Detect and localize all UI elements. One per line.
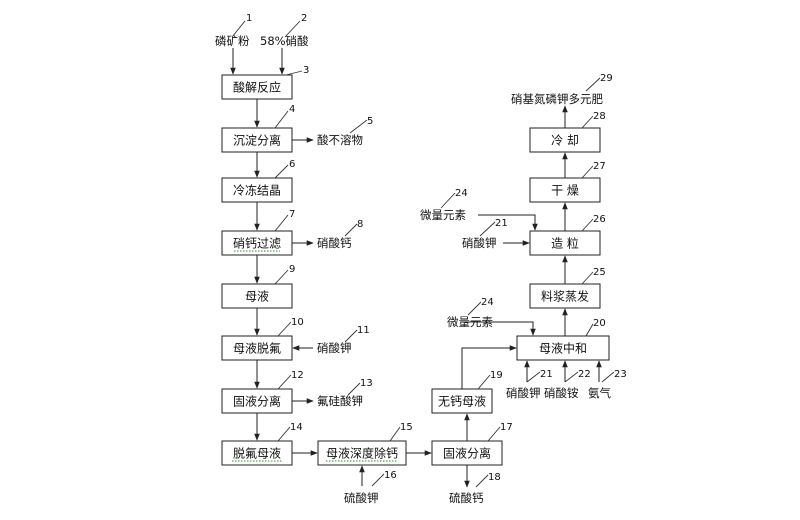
label-acid-insoluble: 酸不溶物 [317, 133, 363, 147]
ref-number-13: 13 [360, 378, 373, 389]
ref-number-19: 19 [490, 370, 503, 381]
ref-number-29: 29 [600, 73, 613, 84]
box-deep-decalcification: 母液深度除钙 [317, 440, 407, 466]
box-precipitate-separation-label: 沉淀分离 [233, 133, 281, 148]
ref-number-8: 8 [357, 219, 363, 230]
ref-number-10: 10 [291, 317, 304, 328]
box-mother-liquor-neutralization: 母液中和 [516, 335, 610, 361]
ref-number-9: 9 [289, 264, 295, 275]
ref-number-28: 28 [593, 111, 606, 122]
ref-number-18: 18 [488, 472, 501, 483]
label-potassium-sulfate: 硫酸钾 [344, 491, 379, 505]
box-freeze-crystallization-label: 冷冻结晶 [233, 183, 281, 198]
ref-number-14: 14 [290, 422, 303, 433]
ref-number-20: 20 [593, 318, 606, 329]
label-potassium-nitrate-top: 硝酸钾 [462, 236, 497, 250]
label-ammonia: 氨气 [588, 386, 611, 400]
ref-number-12: 12 [291, 370, 304, 381]
ref-number-17: 17 [500, 422, 513, 433]
ref-number-23: 23 [614, 369, 627, 380]
box-cooling-label: 冷 却 [551, 134, 579, 148]
ref-number-21-bottom: 21 [540, 369, 553, 380]
box-defluorinated-mother-liquor: 脱氟母液 [221, 440, 293, 466]
box-slurry-evaporation-label: 料浆蒸发 [541, 289, 589, 304]
box-granulation: 造 粒 [529, 230, 601, 256]
ref-number-15: 15 [400, 422, 413, 433]
ref-number-6: 6 [289, 159, 295, 170]
box-acid-hydrolysis: 酸解反应 [221, 74, 293, 100]
ref-number-22: 22 [578, 369, 591, 380]
ref-number-5: 5 [367, 116, 373, 127]
label-micro-elements-top: 微量元素 [420, 208, 466, 222]
box-cooling: 冷 却 [529, 127, 601, 153]
box-mother-liquor-neutralization-label: 母液中和 [539, 341, 587, 356]
ref-number-7: 7 [289, 209, 295, 220]
ref-number-26: 26 [593, 214, 606, 225]
arrow-micro-elements-to-20 [465, 321, 536, 336]
label-calcium-nitrate: 硝酸钙 [317, 236, 352, 250]
box-calcium-free-mother-liquor-label: 无钙母液 [438, 394, 486, 409]
arrow-19-to-20 [461, 345, 517, 389]
label-potassium-nitrate: 硝酸钾 [317, 341, 352, 355]
ref-number-1: 1 [246, 13, 252, 24]
ref-number-24-bottom: 24 [481, 297, 494, 308]
box-acid-hydrolysis-label: 酸解反应 [233, 80, 281, 95]
box-drying: 干 燥 [529, 177, 601, 203]
box-solid-liquid-separation-2-label: 固液分离 [443, 446, 491, 461]
ref-number-25: 25 [593, 267, 606, 278]
label-calcium-sulfate: 硫酸钙 [449, 491, 484, 505]
box-calcium-free-mother-liquor: 无钙母液 [431, 388, 493, 414]
box-mother-liquor: 母液 [221, 283, 293, 309]
ref-number-16: 16 [384, 470, 397, 481]
box-solid-liquid-separation-2: 固液分离 [431, 440, 503, 466]
label-nitric-acid: 58%硝酸 [260, 34, 309, 48]
ref-number-21-top: 21 [495, 218, 508, 229]
box-defluorinated-mother-liquor-label: 脱氟母液 [233, 446, 281, 461]
box-precipitate-separation: 沉淀分离 [221, 127, 293, 153]
label-potassium-fluorosilicate: 氟硅酸钾 [317, 394, 363, 408]
box-freeze-crystallization: 冷冻结晶 [221, 177, 293, 203]
ref-number-3: 3 [303, 65, 309, 76]
box-mother-liquor-defluorination: 母液脱氟 [221, 335, 293, 361]
ref-number-2: 2 [301, 13, 307, 24]
number-leaders: 1 2 3 4 5 6 7 8 9 10 11 12 13 [231, 13, 627, 488]
ref-number-27: 27 [593, 161, 606, 172]
ref-number-4: 4 [289, 104, 295, 115]
arrow-micro-elements-to-26 [478, 214, 538, 231]
ref-number-11: 11 [357, 325, 370, 336]
box-mother-liquor-defluorination-label: 母液脱氟 [233, 341, 281, 356]
box-solid-liquid-separation-1-label: 固液分离 [233, 394, 281, 409]
label-potassium-nitrate-bottom: 硝酸钾 [506, 386, 541, 400]
box-deep-decalcification-label: 母液深度除钙 [326, 446, 398, 461]
label-phosphate-rock: 磷矿粉 [215, 34, 250, 48]
label-ammonium-nitrate: 硝酸铵 [544, 386, 579, 400]
box-mother-liquor-label: 母液 [245, 289, 269, 304]
label-final-product: 硝基氮磷钾多元肥 [511, 92, 603, 106]
label-micro-elements-bottom: 微量元素 [447, 315, 493, 329]
box-slurry-evaporation: 料浆蒸发 [529, 283, 601, 309]
box-calcium-nitrate-filtration: 硝钙过滤 [221, 230, 293, 256]
box-calcium-nitrate-filtration-label: 硝钙过滤 [233, 237, 281, 251]
ref-number-24-top: 24 [455, 188, 468, 199]
box-solid-liquid-separation-1: 固液分离 [221, 388, 293, 414]
box-granulation-label: 造 粒 [551, 236, 579, 251]
box-drying-label: 干 燥 [551, 184, 579, 198]
